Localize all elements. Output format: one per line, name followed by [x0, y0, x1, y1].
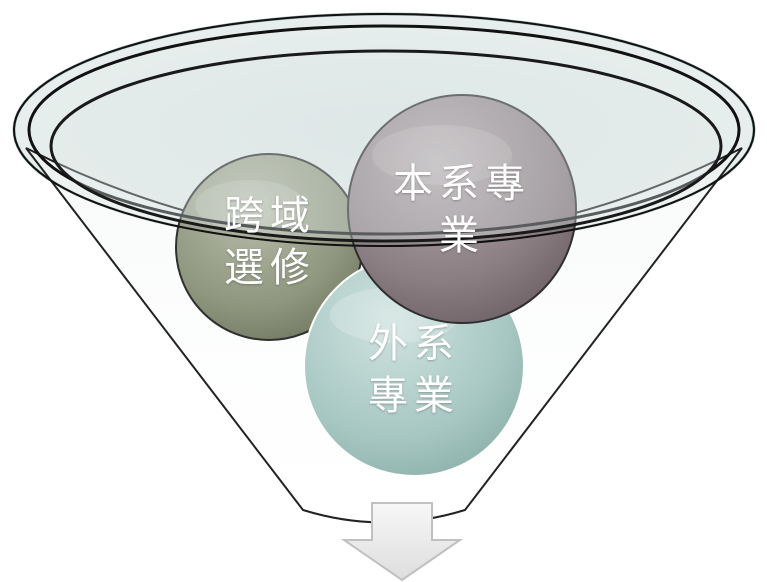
bubble-home-department-circle: [347, 94, 577, 324]
down-arrow-icon: [340, 502, 464, 582]
bubble-home-department-line-2: 業: [439, 213, 485, 259]
bubble-home-department-label: 本系專 業: [372, 158, 552, 262]
bubble-cross-domain-line-2: 選修: [224, 245, 316, 291]
funnel-rim-inner-line: [27, 24, 741, 236]
bubble-cross-domain-circle: [175, 153, 363, 341]
funnel-mouth: [49, 49, 723, 243]
bubble-cross-domain-line-1: 跨域: [224, 193, 316, 239]
bubble-other-department-label: 外系 專業: [344, 318, 484, 422]
bubble-home-department-line-1: 本系專: [393, 161, 531, 207]
bubble-other-department-line-1: 外系: [368, 321, 460, 367]
bubble-other-department-line-2: 專業: [368, 373, 460, 419]
funnel-rim-outer-line: [13, 13, 755, 247]
bubble-cross-domain-label: 跨域 選修: [200, 190, 340, 294]
